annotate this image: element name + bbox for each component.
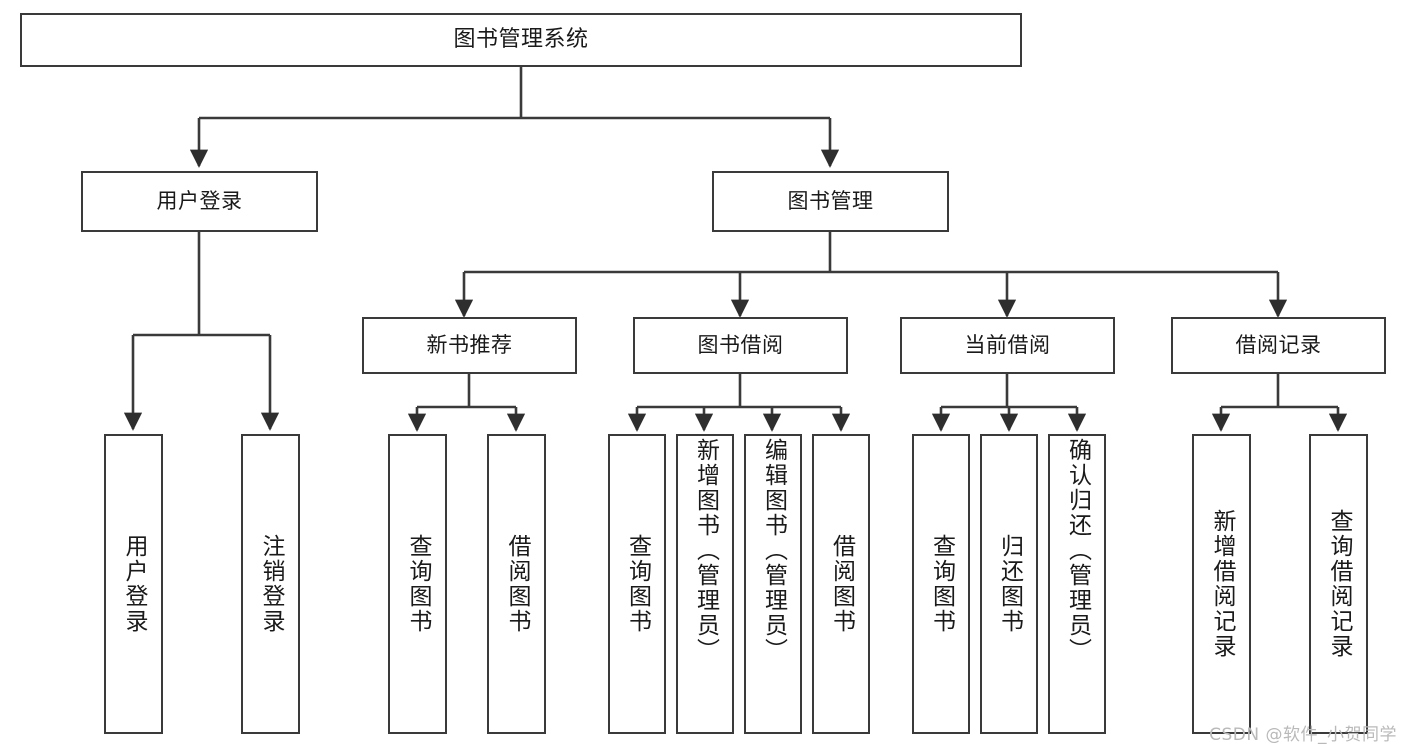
leaf-bb-query-book[interactable]: 查询图书 (608, 434, 666, 734)
node-borrow-records[interactable]: 借阅记录 (1171, 317, 1386, 374)
node-user-login-label: 用户登录 (156, 189, 243, 214)
csdn-watermark: CSDN @软件_小贺同学 (1209, 725, 1397, 745)
node-book-borrow-label: 图书借阅 (697, 333, 784, 358)
node-new-book-recommend-label: 新书推荐 (426, 333, 513, 358)
leaf-bb-edit-book-admin-label: 编辑图书（管理员） (760, 438, 787, 663)
node-root-book-management-system[interactable]: 图书管理系统 (20, 13, 1022, 67)
leaf-bb-add-book-admin[interactable]: 新增图书（管理员） (676, 434, 734, 734)
leaf-cb-confirm-return-admin[interactable]: 确认归还（管理员） (1048, 434, 1106, 734)
leaf-bb-borrow-book-label: 借阅图书 (828, 534, 855, 634)
node-current-borrow[interactable]: 当前借阅 (900, 317, 1115, 374)
leaf-nb-query-book[interactable]: 查询图书 (388, 434, 447, 734)
node-book-management[interactable]: 图书管理 (712, 171, 949, 232)
leaf-br-add-record[interactable]: 新增借阅记录 (1192, 434, 1251, 734)
node-root-label: 图书管理系统 (453, 27, 589, 53)
leaf-cb-query-book-label: 查询图书 (928, 534, 955, 634)
leaf-user-login[interactable]: 用户登录 (104, 434, 163, 734)
node-current-borrow-label: 当前借阅 (964, 333, 1051, 358)
leaf-cb-query-book[interactable]: 查询图书 (912, 434, 970, 734)
leaf-bb-query-book-label: 查询图书 (624, 534, 651, 634)
leaf-logout[interactable]: 注销登录 (241, 434, 300, 734)
node-borrow-records-label: 借阅记录 (1235, 333, 1322, 358)
node-new-book-recommend[interactable]: 新书推荐 (362, 317, 577, 374)
leaf-bb-borrow-book[interactable]: 借阅图书 (812, 434, 870, 734)
leaf-bb-edit-book-admin[interactable]: 编辑图书（管理员） (744, 434, 802, 734)
leaf-nb-borrow-book-label: 借阅图书 (504, 534, 530, 634)
leaf-cb-return-book[interactable]: 归还图书 (980, 434, 1038, 734)
node-user-login[interactable]: 用户登录 (81, 171, 318, 232)
leaf-nb-query-book-label: 查询图书 (405, 534, 431, 634)
leaf-br-add-record-label: 新增借阅记录 (1209, 509, 1235, 659)
leaf-cb-return-book-label: 归还图书 (996, 534, 1023, 634)
leaf-nb-borrow-book[interactable]: 借阅图书 (487, 434, 546, 734)
leaf-bb-add-book-admin-label: 新增图书（管理员） (692, 438, 719, 663)
node-book-borrow[interactable]: 图书借阅 (633, 317, 848, 374)
node-book-management-label: 图书管理 (787, 189, 874, 214)
leaf-cb-confirm-return-admin-label: 确认归还（管理员） (1064, 438, 1091, 663)
leaf-logout-label: 注销登录 (258, 534, 284, 634)
leaf-br-query-record-label: 查询借阅记录 (1326, 509, 1352, 659)
leaf-br-query-record[interactable]: 查询借阅记录 (1309, 434, 1368, 734)
leaf-user-login-label: 用户登录 (121, 534, 147, 634)
